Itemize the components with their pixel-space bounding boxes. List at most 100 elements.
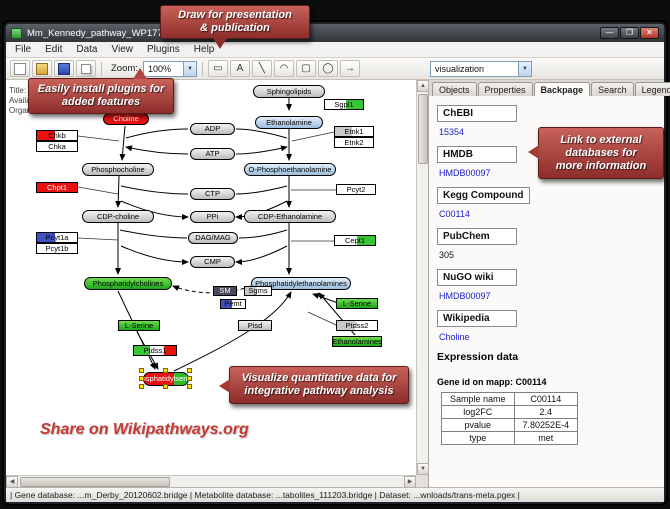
node-ppi[interactable]: PPi bbox=[190, 211, 235, 223]
node-phosphatidylcholines[interactable]: Phosphatidylcholines bbox=[84, 277, 172, 290]
selection-handle[interactable] bbox=[139, 376, 144, 381]
scroll-down-icon[interactable]: ▼ bbox=[417, 463, 429, 475]
line-tool-button[interactable]: ╲ bbox=[251, 60, 272, 77]
node-pemt[interactable]: Pemt bbox=[220, 299, 246, 309]
new-button[interactable] bbox=[10, 60, 30, 77]
node-cept1[interactable]: Cept1 bbox=[334, 235, 376, 246]
node-chkb[interactable]: Chkb bbox=[36, 130, 78, 141]
node-chpt1[interactable]: Chpt1 bbox=[36, 182, 78, 193]
chevron-down-icon[interactable]: ▼ bbox=[518, 62, 531, 76]
vertical-scroll-thumb[interactable] bbox=[418, 94, 428, 164]
selection-handle[interactable] bbox=[163, 384, 168, 389]
node-o-phosphoethanolamine[interactable]: O-Phosphoethanolamine bbox=[244, 163, 336, 176]
chevron-down-icon[interactable]: ▼ bbox=[182, 61, 196, 76]
menu-plugins[interactable]: Plugins bbox=[146, 44, 180, 55]
node-phosphocholine[interactable]: Phosphocholine bbox=[82, 163, 154, 176]
node-ctp[interactable]: CTP bbox=[190, 188, 235, 200]
menu-data[interactable]: Data bbox=[76, 44, 98, 55]
selection-handle[interactable] bbox=[187, 368, 192, 373]
arrow-tool-button[interactable]: → bbox=[339, 60, 360, 77]
open-button[interactable] bbox=[32, 60, 52, 77]
vertical-scrollbar[interactable]: ▲ ▼ bbox=[416, 80, 429, 475]
toolbar-separator bbox=[101, 61, 102, 76]
tab-properties[interactable]: Properties bbox=[477, 82, 533, 96]
menu-help[interactable]: Help bbox=[193, 44, 215, 55]
node-cdp-ethanolamine[interactable]: CDP-Ethanolamine bbox=[244, 210, 336, 223]
node-phosphatidylethanolamines[interactable]: Phosphatidylethanolamines bbox=[251, 277, 351, 290]
node-sm[interactable]: SM bbox=[213, 286, 237, 296]
horizontal-scrollbar[interactable]: ◀ ▶ bbox=[6, 475, 416, 488]
node-ethanolamines[interactable]: Ethanolamines bbox=[332, 336, 382, 347]
node-sgpl1[interactable]: Sgpl1 bbox=[324, 99, 364, 110]
visualization-select[interactable]: visualization ▼ bbox=[430, 61, 532, 77]
node-pcyt2[interactable]: Pcyt2 bbox=[336, 184, 376, 195]
node-sgms[interactable]: Sgms bbox=[244, 286, 272, 296]
callout-draw: Draw for presentation& publication bbox=[160, 5, 310, 49]
tab-legend[interactable]: Legend bbox=[634, 82, 670, 96]
label-tool-button[interactable]: A bbox=[229, 60, 250, 77]
maximize-button[interactable]: ❐ bbox=[620, 27, 639, 39]
section-value-wikipedia[interactable]: Choline bbox=[439, 332, 470, 342]
node-pcyt1a[interactable]: Pcyt1a bbox=[36, 232, 78, 243]
selection-handle[interactable] bbox=[187, 376, 192, 381]
scroll-right-icon[interactable]: ▶ bbox=[404, 476, 416, 488]
tool-button-group: ▭A╲◠▢◯→ bbox=[207, 60, 360, 77]
oval-tool-button[interactable]: ◯ bbox=[317, 60, 338, 77]
node-ethanolamine[interactable]: Ethanolamine bbox=[255, 116, 323, 129]
table-cell: log2FC bbox=[441, 405, 515, 419]
expression-data-heading: Expression data bbox=[437, 351, 519, 363]
save-button[interactable] bbox=[54, 60, 74, 77]
tab-objects[interactable]: Objects bbox=[432, 82, 477, 96]
section-value-hmdb[interactable]: HMDB00097 bbox=[439, 168, 491, 178]
menu-edit[interactable]: Edit bbox=[45, 44, 63, 55]
zoom-select[interactable]: 100% ▼ bbox=[142, 60, 197, 77]
node-ptdss1[interactable]: Ptdss1 bbox=[133, 345, 177, 356]
node-etnk2[interactable]: Etnk2 bbox=[334, 137, 374, 148]
selection-handle[interactable] bbox=[187, 384, 192, 389]
node-pcyt1b[interactable]: Pcyt1b bbox=[36, 243, 78, 254]
tab-backpage[interactable]: Backpage bbox=[533, 82, 591, 96]
section-header-kegg-compound: Kegg Compound bbox=[437, 187, 530, 204]
node-atp[interactable]: ATP bbox=[190, 148, 235, 160]
rectangle-tool-button[interactable]: ▢ bbox=[295, 60, 316, 77]
pathway-edges bbox=[77, 98, 356, 372]
close-button[interactable]: ✕ bbox=[640, 27, 659, 39]
arc-tool-button[interactable]: ◠ bbox=[273, 60, 294, 77]
menu-file[interactable]: File bbox=[15, 44, 32, 55]
node-cdp-choline[interactable]: CDP-choline bbox=[82, 210, 154, 223]
minimize-button[interactable]: — bbox=[600, 27, 619, 39]
node-dagmag[interactable]: DAG/MAG bbox=[188, 232, 238, 244]
node-pisd[interactable]: Pisd bbox=[238, 320, 272, 331]
horizontal-scroll-thumb[interactable] bbox=[20, 477, 170, 487]
node-cmp[interactable]: CMP bbox=[190, 256, 235, 268]
menu-view[interactable]: View bbox=[111, 44, 133, 55]
node-choline[interactable]: Choline bbox=[103, 113, 149, 125]
table-cell: Sample name bbox=[441, 392, 515, 406]
table-cell: pvalue bbox=[441, 418, 515, 432]
node-ptdss2[interactable]: Ptdss2 bbox=[336, 320, 378, 331]
node-etnk1[interactable]: Etnk1 bbox=[334, 126, 374, 137]
node-sphingolipids[interactable]: Sphingolipids bbox=[253, 85, 325, 98]
node-adp[interactable]: ADP bbox=[190, 123, 235, 135]
node-chka[interactable]: Chka bbox=[36, 141, 78, 152]
node-l-serine-left[interactable]: L-Serine bbox=[118, 320, 160, 331]
scroll-left-icon[interactable]: ◀ bbox=[6, 476, 18, 488]
selection-handle[interactable] bbox=[163, 368, 168, 373]
datanode-tool-button[interactable]: ▭ bbox=[207, 60, 228, 77]
title-bar: Mm_Kennedy_pathway_WP1771_45176.gpml — ❐… bbox=[6, 24, 664, 42]
section-value-chebi[interactable]: 15354 bbox=[439, 127, 465, 137]
scroll-up-icon[interactable]: ▲ bbox=[417, 80, 429, 92]
selection-handle[interactable] bbox=[139, 368, 144, 373]
section-value-nugo-wiki[interactable]: HMDB00097 bbox=[439, 291, 491, 301]
section-value-kegg-compound[interactable]: C00114 bbox=[439, 209, 470, 219]
tab-search[interactable]: Search bbox=[591, 82, 634, 96]
selection-handle[interactable] bbox=[139, 384, 144, 389]
node-l-serine-right[interactable]: L-Serine bbox=[336, 298, 378, 309]
copy-button[interactable] bbox=[76, 60, 96, 77]
